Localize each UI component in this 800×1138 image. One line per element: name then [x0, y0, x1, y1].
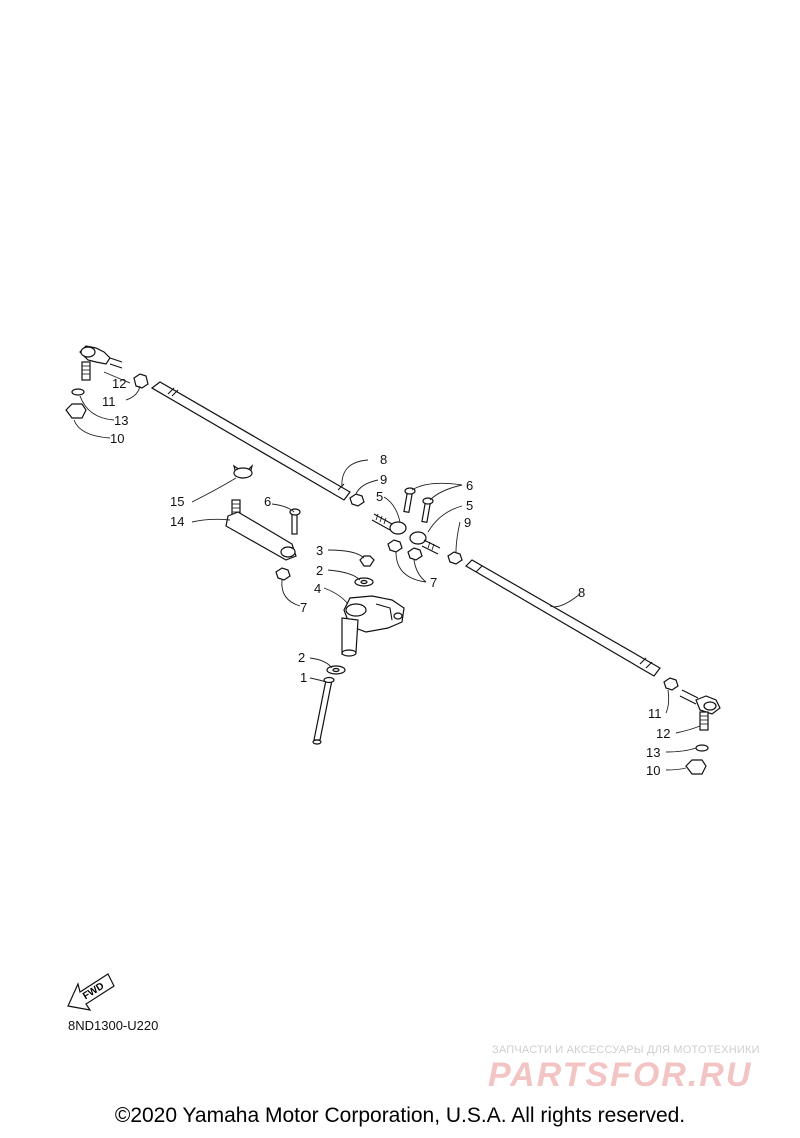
callout-13-left: 13: [114, 413, 128, 428]
callout-8-lower: 8: [578, 585, 585, 600]
copyright-notice: ©2020 Yamaha Motor Corporation, U.S.A. A…: [114, 1104, 686, 1127]
callout-15: 15: [170, 494, 184, 509]
watermark-logo: PARTSFOR.RU: [488, 1056, 753, 1094]
callout-7-left: 7: [300, 600, 307, 615]
callout-5-left: 5: [376, 489, 383, 504]
callout-10-right: 10: [646, 763, 660, 778]
callout-9-lower: 9: [464, 515, 471, 530]
callouts: 12 11 13 10 8 9 5 6 5 9 8 7 15 14 6 7 3 …: [102, 376, 670, 778]
center-rod-ends: [349, 487, 463, 565]
left-tie-rod: [150, 381, 351, 501]
callout-7-right: 7: [430, 575, 437, 590]
callout-5-right: 5: [466, 498, 473, 513]
callout-10-left: 10: [110, 431, 124, 446]
callout-12-right: 12: [656, 726, 670, 741]
callout-2-upper: 2: [316, 563, 323, 578]
fwd-arrow-icon: FWD: [67, 973, 115, 1011]
callout-6-left: 6: [264, 494, 271, 509]
callout-11-right: 11: [648, 706, 662, 721]
callout-14: 14: [170, 514, 184, 529]
right-tie-rod: [465, 559, 661, 677]
callout-3: 3: [316, 543, 323, 558]
diagram-code: 8ND1300-U220: [68, 1018, 159, 1033]
callout-6-right: 6: [466, 478, 473, 493]
right-tie-rod-end: [663, 677, 721, 775]
callout-11-left: 11: [102, 394, 116, 409]
callout-8-upper: 8: [380, 452, 387, 467]
callout-12-left: 12: [112, 376, 126, 391]
callout-9-upper: 9: [380, 472, 387, 487]
callout-13-right: 13: [646, 745, 660, 760]
callout-2-lower: 2: [298, 650, 305, 665]
steering-arm: [225, 464, 301, 581]
idler-bracket: [312, 555, 405, 745]
leader-lines: [73, 371, 701, 771]
callout-4: 4: [314, 581, 321, 596]
left-tie-rod-end: [65, 345, 149, 419]
callout-1: 1: [300, 670, 307, 685]
watermark-tagline: ЗАПЧАСТИ И АКСЕССУАРЫ ДЛЯ МОТОТЕХНИКИ: [492, 1044, 760, 1056]
